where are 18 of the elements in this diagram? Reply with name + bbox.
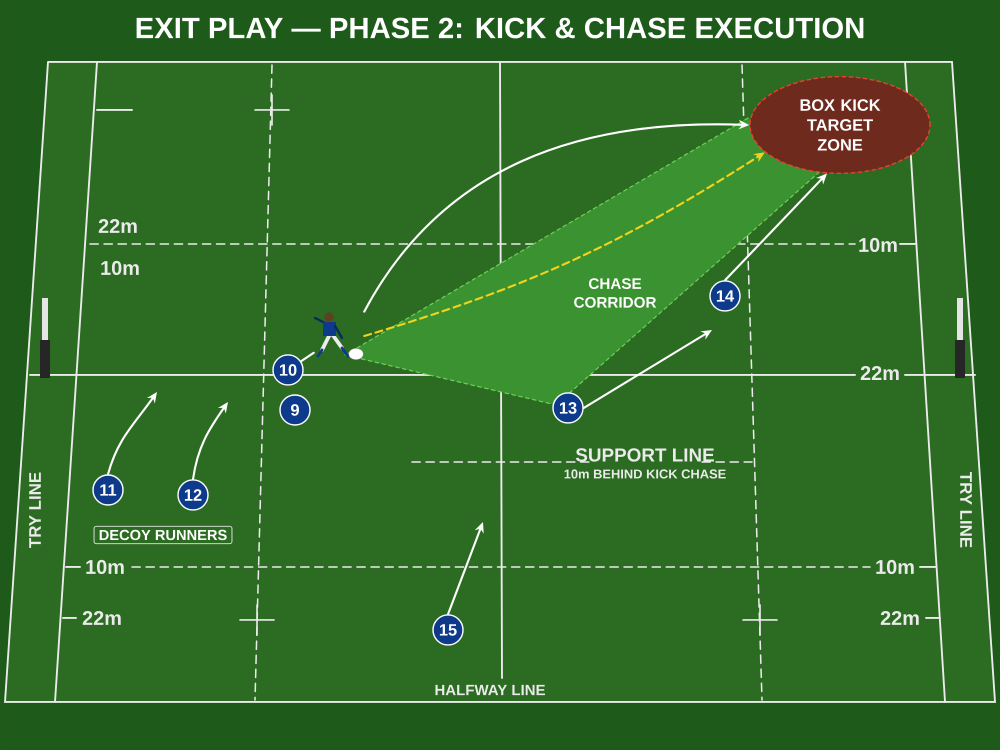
- corridor-label: CHASE CORRIDOR: [574, 278, 656, 308]
- pitch-label: 10m: [859, 238, 897, 252]
- pitch-label: 22m: [82, 611, 121, 625]
- pitch-label: 10m: [86, 560, 124, 574]
- pitch-label: TRY LINE: [29, 472, 41, 548]
- label-box: DECOY RUNNERS: [94, 526, 232, 544]
- kicker-drawing: [314, 312, 364, 360]
- pitch-label: HALFWAY LINE: [435, 684, 545, 696]
- pitch-label: SUPPORT LINE: [576, 448, 714, 462]
- pitch-label: 22m: [98, 219, 137, 233]
- target-zone: BOX KICK TARGET ZONE: [749, 76, 931, 174]
- pitch-label: 22m: [860, 366, 899, 380]
- pitch-label: 10m: [101, 260, 139, 276]
- pitch-label: 10m BEHIND KICK CHASE: [564, 469, 726, 479]
- pitch-label: TRY LINE: [960, 472, 972, 548]
- pitch-label: 22m: [880, 611, 919, 625]
- pitch-label: 10m: [876, 560, 914, 574]
- title: EXIT PLAY — PHASE 2: KICK & CHASE EXECUTION: [136, 18, 864, 38]
